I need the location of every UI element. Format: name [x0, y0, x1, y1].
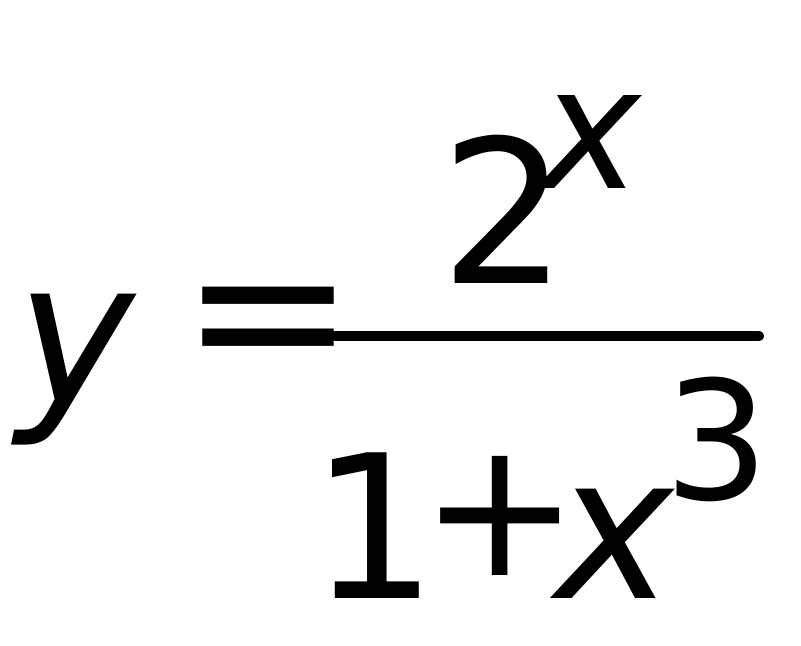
denominator-one: 1 — [310, 413, 438, 646]
denominator-plus-sign: + — [420, 399, 580, 620]
denominator-exponent: 3 — [664, 346, 769, 538]
equals-sign: = — [180, 187, 356, 432]
numerator-exponent: x — [540, 31, 641, 229]
denominator-variable-x: x — [555, 413, 674, 646]
formula-canvas: y = 2 x 1 + x 3 — [16, 31, 769, 630]
numerator-base: 2 — [440, 98, 568, 331]
lhs-variable-y: y — [16, 218, 135, 451]
fraction-bar — [330, 331, 764, 341]
